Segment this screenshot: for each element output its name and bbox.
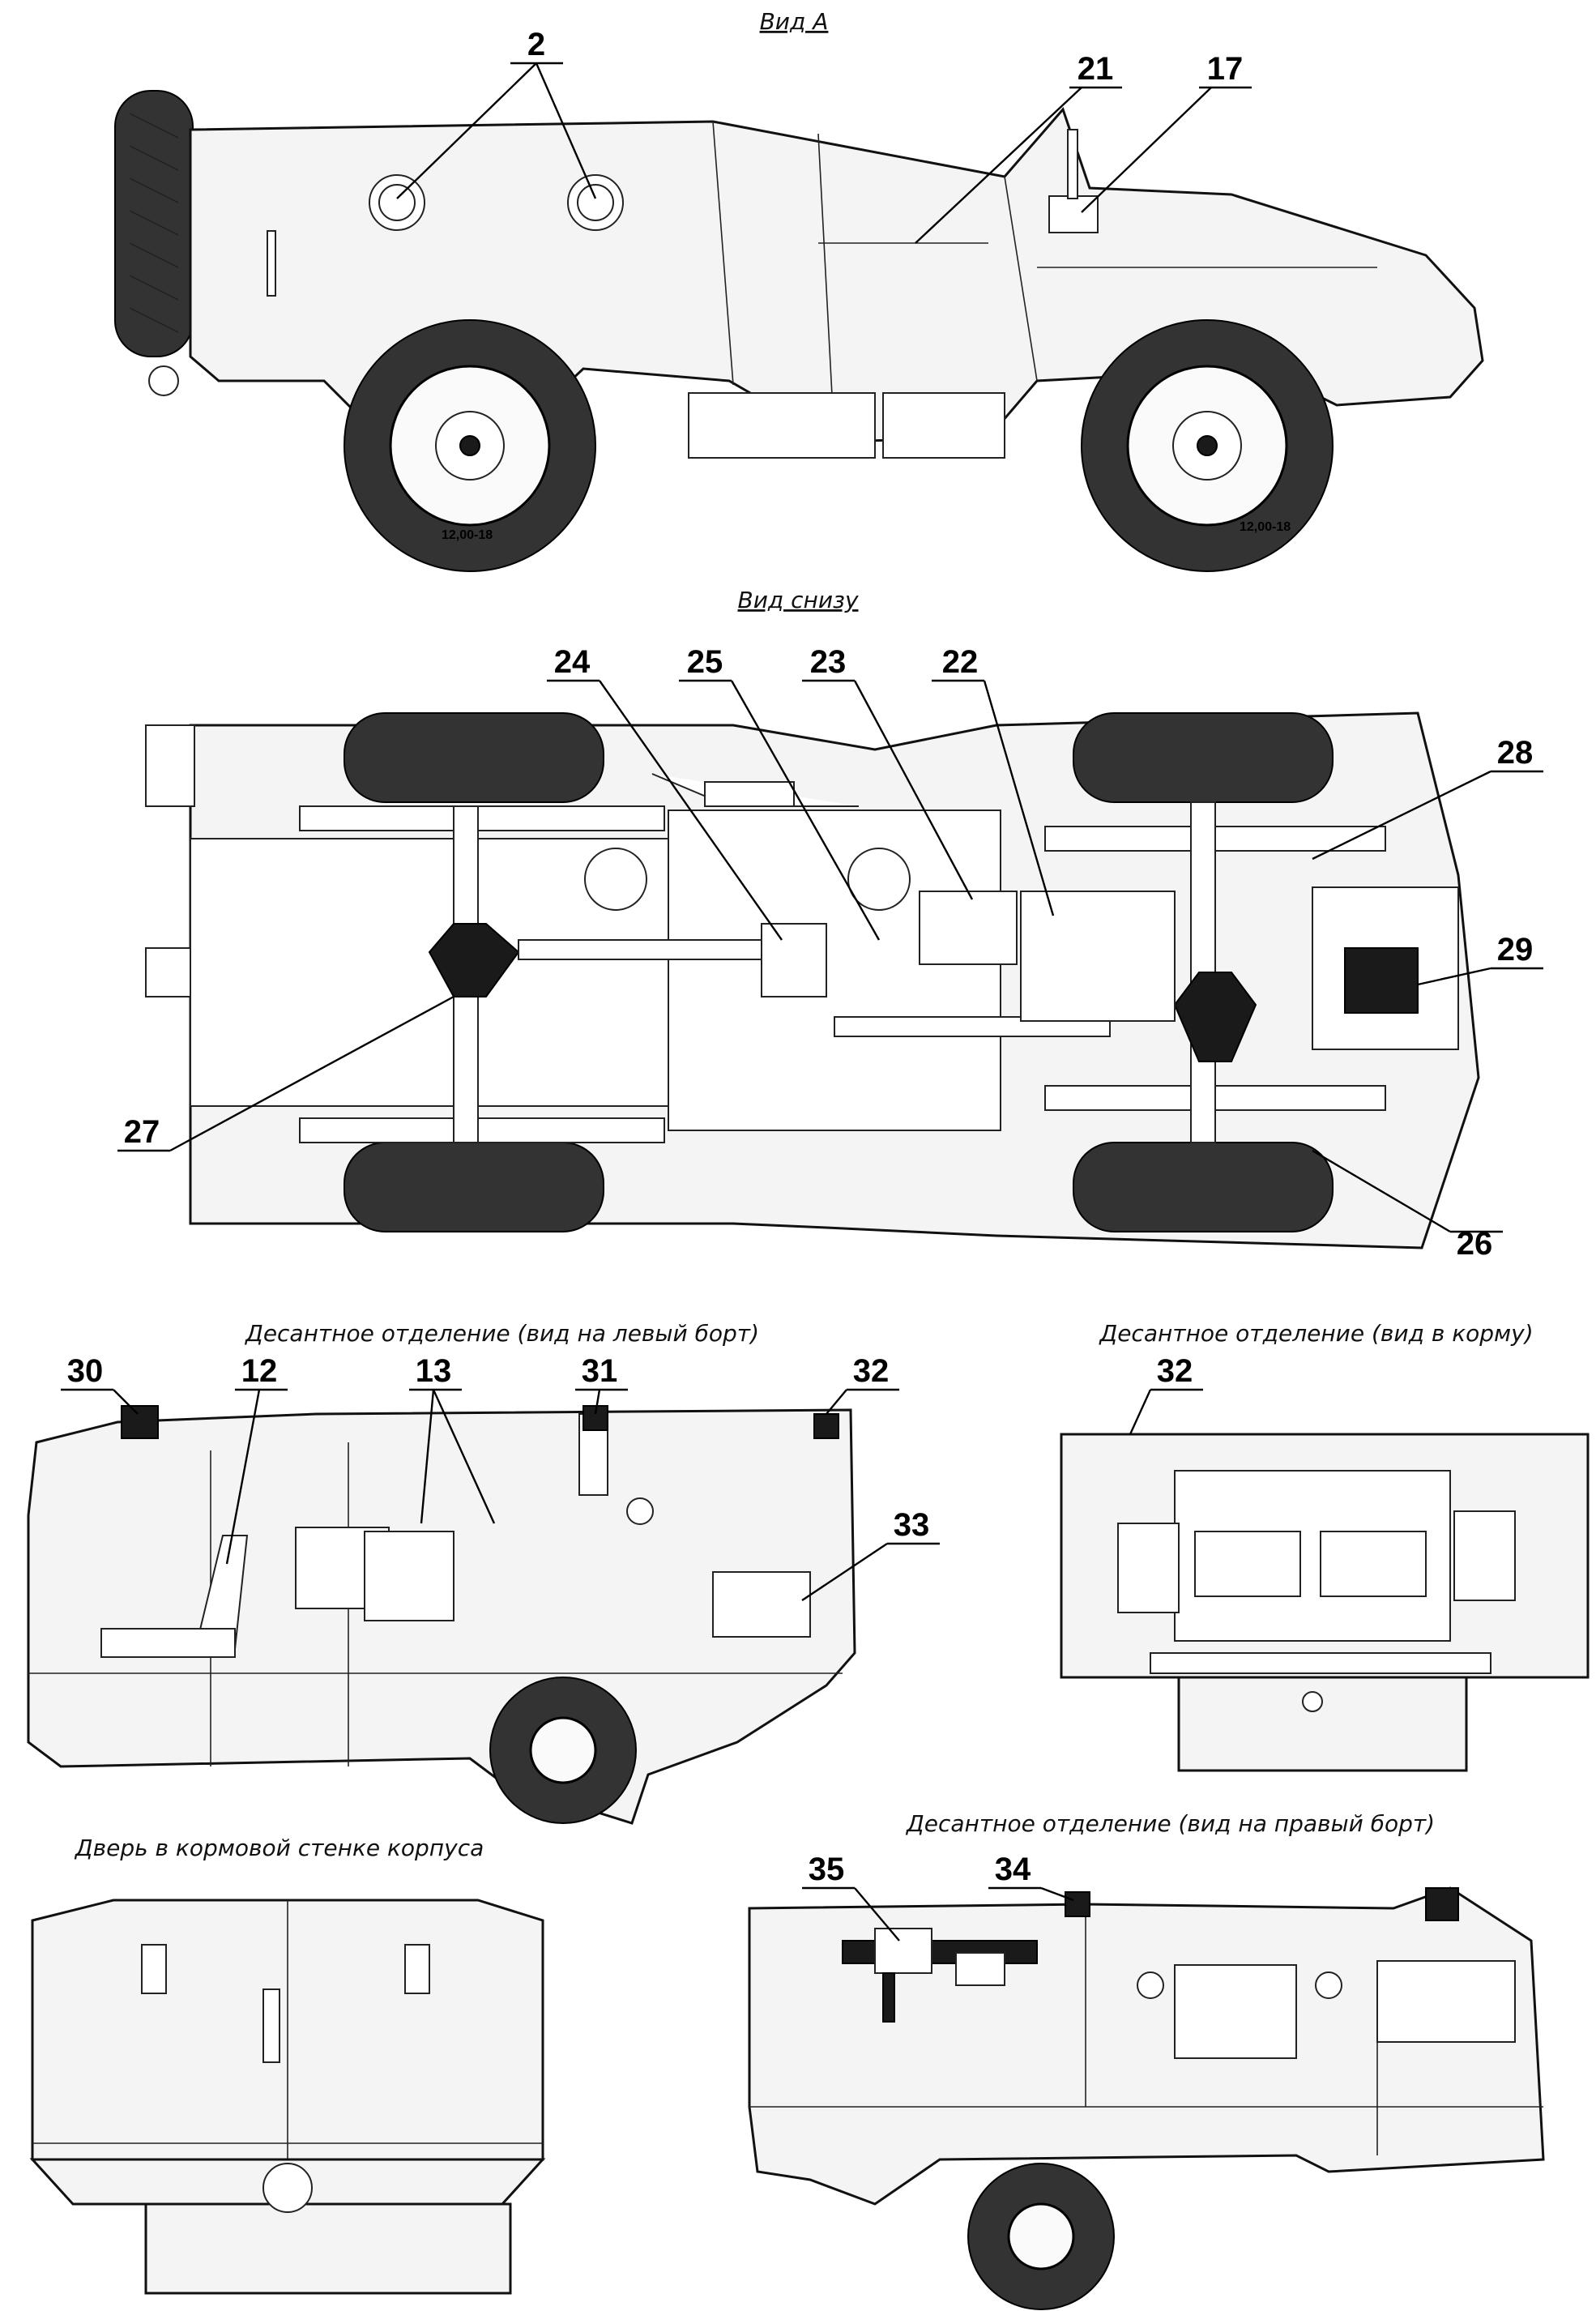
stowage-box [712, 1571, 811, 1638]
callout-29: 29 [1497, 932, 1534, 968]
callout-25: 25 [687, 644, 723, 680]
view-bottom-underside: Вид снизу [117, 587, 1543, 1262]
stern-door-step [144, 2202, 512, 2295]
transfer-case [761, 923, 827, 997]
stern-door-view: Дверь в кормовой стенке корпуса [29, 1835, 546, 2295]
rear-right-tire-bottom [344, 1142, 604, 1232]
front-left-tire-bottom [1073, 712, 1334, 803]
troop-stern-caption: Десантное отделение (вид в корму) [1098, 1320, 1533, 1347]
gearbox [919, 891, 1018, 965]
side-box [688, 392, 876, 459]
troop-compartment-left-view: Десантное отделение (вид на левый борт) … [27, 1320, 940, 1825]
callout-12: 12 [241, 1353, 278, 1389]
radio-box [364, 1531, 454, 1621]
troop-right-caption: Десантное отделение (вид на правый борт) [905, 1810, 1435, 1837]
front-tire-size: 12,00-18 [1240, 520, 1291, 534]
troop-right-hull [748, 1886, 1545, 2206]
troop-left-caption: Десантное отделение (вид на левый борт) [244, 1320, 759, 1347]
troop-compartment-stern-view: Десантное отделение (вид в корму) 32 [1060, 1320, 1590, 1772]
front-right-tire-bottom [1073, 1142, 1334, 1232]
rear-prop-shaft [518, 939, 762, 960]
callout-35: 35 [809, 1852, 845, 1887]
callout-22: 22 [942, 644, 979, 680]
callout-17: 17 [1207, 51, 1244, 87]
troop-compartment-right-view: Десантное отделение (вид на правый борт)… [748, 1810, 1545, 2310]
rear-spare-mount [145, 724, 195, 807]
stern-door-lower [1177, 1676, 1468, 1772]
view-bottom-caption: Вид снизу [737, 587, 858, 613]
callout-33: 33 [894, 1507, 930, 1543]
callout-30: 30 [67, 1353, 104, 1389]
callout-23: 23 [810, 644, 847, 680]
engine-sump [1020, 891, 1176, 1022]
rear-tire-size: 12,00-18 [442, 528, 493, 542]
front-wheel: 12,00-18 [1081, 319, 1334, 572]
callout-24: 24 [554, 644, 591, 680]
stern-door-caption: Дверь в кормовой стенке корпуса [74, 1835, 484, 1861]
view-a-caption: Вид А [760, 8, 829, 35]
radiator-core [1344, 947, 1419, 1014]
rear-left-tire-bottom [344, 712, 604, 803]
hatch-fitting-30 [121, 1405, 159, 1439]
callout-34: 34 [995, 1852, 1031, 1887]
callout-32-stern: 32 [1157, 1353, 1193, 1389]
callout-2: 2 [527, 27, 545, 62]
vision-block [1048, 195, 1099, 233]
rear-tow-hook [148, 365, 179, 396]
callout-28: 28 [1497, 735, 1534, 771]
stern-door-handle [262, 1988, 280, 2063]
callout-27: 27 [124, 1114, 160, 1150]
callout-21: 21 [1078, 51, 1114, 87]
front-differential [1173, 972, 1257, 1062]
view-a-side-elevation: Вид А 12,00-18 [114, 8, 1484, 572]
callout-13: 13 [416, 1353, 452, 1389]
callout-32-left: 32 [853, 1353, 890, 1389]
callout-31: 31 [582, 1353, 618, 1389]
spare-wheel [114, 90, 194, 396]
machine-gun [842, 1928, 1038, 2023]
rear-wheel: 12,00-18 [344, 319, 596, 572]
